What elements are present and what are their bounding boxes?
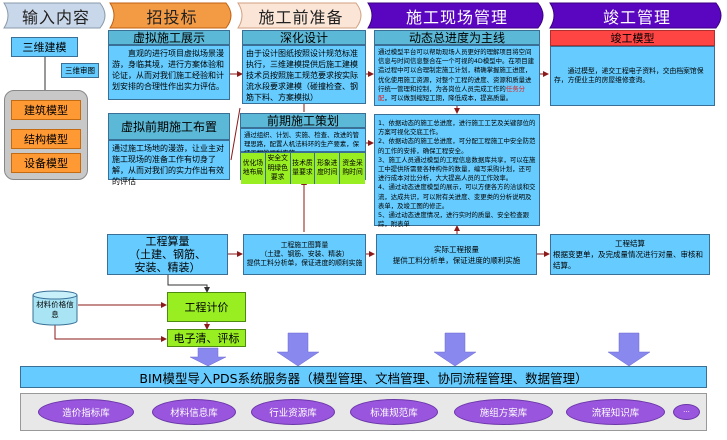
completion-model-body: 通过模型，递交工程电子资料，交由档案馆保存，方便业主的房屋维修查询。 bbox=[550, 46, 715, 106]
chevron-shape bbox=[3, 2, 106, 29]
virtual-layout-title: 虚拟前期施工布置 bbox=[108, 113, 230, 140]
planning-cell: 形象进度时间 bbox=[315, 153, 341, 184]
library-process-knowledge[interactable]: 流程知识库 bbox=[566, 399, 665, 425]
planning-cell: 资金采购时间 bbox=[340, 153, 365, 184]
virtual-display-body: 直观的进行项目虚拟场景漫游，身临其境，进行方案体验和论证，从而对我们施工经验和计… bbox=[108, 45, 230, 100]
planning-title: 前期施工策划 bbox=[240, 113, 366, 128]
site-item: 3、施工人员通过模型的工程信息数据库共享，可以在施工中提供所需要各种构件的数量，… bbox=[378, 155, 536, 183]
site-items-box: 1、依据动态的施工总进度，进行施工工艺及关键部位的方案可视化交底工作。 2、依据… bbox=[374, 114, 540, 229]
planning-body: 通过组织、计划、实施、检查、改进的管理思路，配置人机法料环的生产要素，保证工程的… bbox=[240, 128, 366, 157]
settlement-box: 工程结算 根据变更单，及完成量情况进行对量、审核和结算。 bbox=[550, 234, 710, 275]
database-icon bbox=[32, 290, 78, 326]
library-material-info[interactable]: 材料信息库 bbox=[152, 399, 236, 425]
chevron-shape bbox=[549, 2, 722, 29]
quantity-box: 工程算量 （土建、钢筋、 安装、精装） bbox=[107, 234, 228, 275]
library-industry-resource[interactable]: 行业资源库 bbox=[251, 399, 335, 425]
virtual-layout-body: 通过施工场地的漫游，让业主对施工现场的准备工作有切身了解，从而对我们的实力作出有… bbox=[108, 140, 230, 186]
actual-quantity-box: 实际工程报量 提供工料分析单，保证进度的顺利实施 bbox=[376, 234, 537, 275]
library-construction-plans[interactable]: 施组方案库 bbox=[454, 399, 553, 425]
equipment-model: 设备模型 bbox=[11, 153, 81, 173]
drawing-quantity-box: 工程施工图算量 （土建、钢筋、安装、精装） 提供工料分析单，保证进度的顺利实施 bbox=[243, 234, 366, 275]
library-standards[interactable]: 标准规范库 bbox=[350, 399, 438, 425]
site-item: 2、依据动态的施工总进度，可分配工程施工中安全防范的工作的安排，确保工程安全。 bbox=[378, 137, 536, 155]
architecture-model: 建筑模型 bbox=[11, 100, 81, 120]
completion-model-title: 竣工模型 bbox=[550, 30, 715, 46]
site-item: 5、通过动态进度情况，进行实时的质量、安全检查跟踪，附表单 bbox=[378, 211, 530, 229]
e-bidding-box: 电子清、评标 bbox=[167, 329, 246, 347]
site-item: 4、通过动态进度模型的展示，可以方便各方的洽谈和交流，达成共识，可以附有关进度、… bbox=[378, 183, 536, 210]
planning-cell: 优化场地布局 bbox=[241, 153, 266, 184]
chevron-shape bbox=[367, 2, 544, 29]
phase-bidding: 招投标 bbox=[108, 2, 236, 29]
pricing-box: 工程计价 bbox=[167, 292, 246, 322]
material-price-db: 材料价格信息 bbox=[32, 290, 78, 326]
3d-modeling-box: 三维建模 bbox=[11, 37, 78, 57]
library-more[interactable]: ··· bbox=[673, 404, 700, 420]
chevron-shape bbox=[109, 2, 232, 29]
planning-cell: 安全文明绿色要求 bbox=[265, 153, 291, 184]
detailed-design-title: 深化设计 bbox=[242, 30, 366, 45]
3d-review-box: 三维审图 bbox=[61, 63, 99, 78]
main-line-title: 动态总进度为主线 bbox=[374, 30, 540, 45]
phase-preparation: 施工前准备 bbox=[236, 2, 366, 29]
library-cost-index[interactable]: 造价指标库 bbox=[38, 399, 134, 425]
phase-input: 输入内容 bbox=[2, 2, 110, 29]
task-assignment-highlight: 任务分配 bbox=[378, 84, 525, 103]
structure-model: 结构模型 bbox=[11, 129, 81, 149]
virtual-display-title: 虚拟施工展示 bbox=[108, 30, 230, 45]
phase-site-management: 施工现场管理 bbox=[366, 2, 548, 29]
main-line-body: 通过模型平台可以帮助现场人员更好的理解项目将空间信息与时间信息整合在一个可视的4… bbox=[374, 45, 540, 106]
site-item: 1、依据动态的施工总进度，进行施工工艺及关键部位的方案可视化交底工作。 bbox=[378, 119, 536, 137]
phase-completion: 竣工管理 bbox=[548, 2, 726, 29]
planning-cell: 技术质量要求 bbox=[290, 153, 316, 184]
planning-grid: 优化场地布局 安全文明绿色要求 技术质量要求 形象进度时间 资金采购时间 bbox=[240, 152, 366, 184]
chevron-shape bbox=[237, 2, 362, 29]
bim-server-bar: BIM模型导入PDS系统服务器（模型管理、文档管理、协同流程管理、数据管理） bbox=[20, 366, 707, 388]
detailed-design-body: 由于设计图纸按照设计规范标准执行，三维建模提供后施工建模技术员按照施工规范要求按… bbox=[242, 45, 366, 104]
